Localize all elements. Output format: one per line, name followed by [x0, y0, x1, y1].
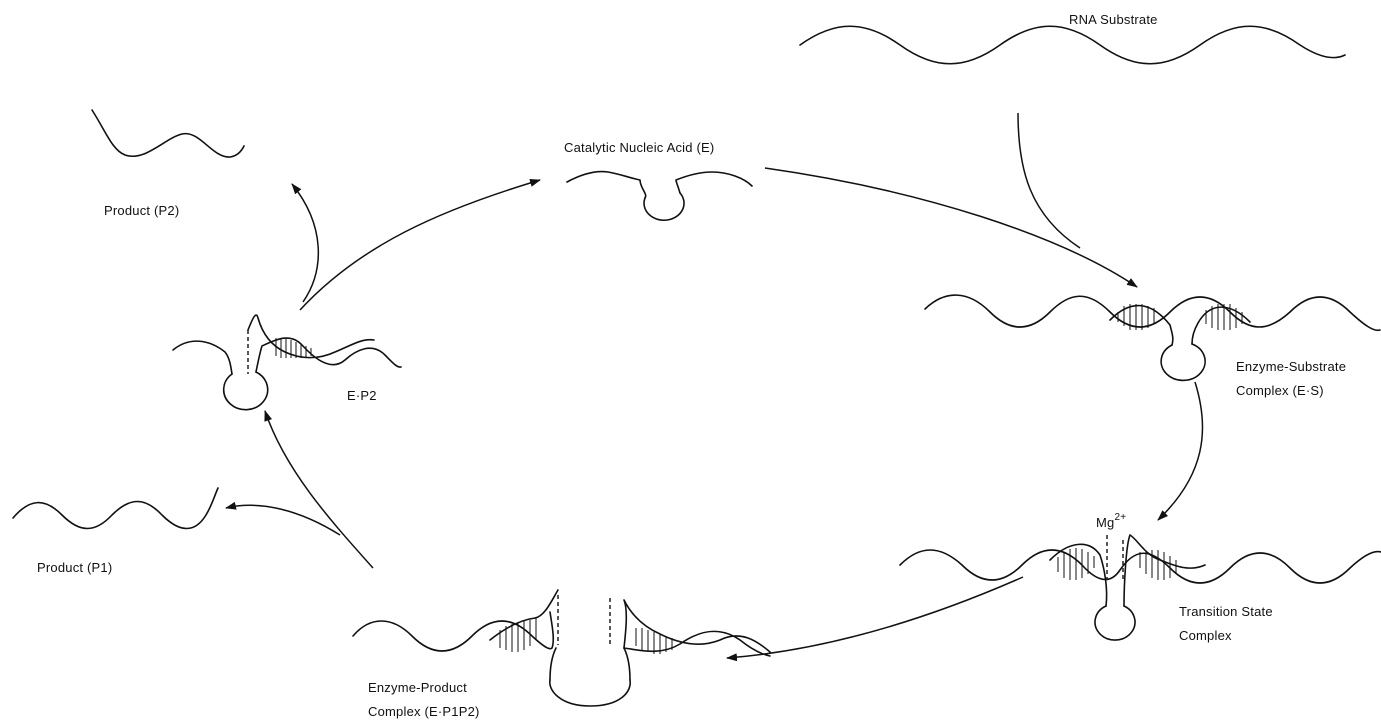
arrow-es-to-ts: [1158, 382, 1203, 520]
mg-label: Mg2+: [1096, 512, 1126, 530]
ep2-label: E·P2: [347, 388, 377, 403]
enzyme-substrate-label-line2: Complex (E·S): [1236, 383, 1324, 398]
mg-label-base: Mg: [1096, 515, 1114, 530]
product-p1-label: Product (P1): [37, 560, 112, 575]
arrow-ep2-to-enzyme: [300, 180, 540, 310]
rna-substrate-label: RNA Substrate: [1069, 12, 1158, 27]
transition-state-label-line2: Complex: [1179, 628, 1232, 643]
catalytic-nucleic-acid-label: Catalytic Nucleic Acid (E): [564, 140, 714, 155]
enzyme-product-label-line2: Complex (E·P1P2): [368, 704, 480, 719]
transition-state-label-line1: Transition State: [1179, 604, 1273, 619]
arrow-ep-to-ep2: [265, 411, 373, 568]
product-p2-label: Product (P2): [104, 203, 179, 218]
arrow-ts-to-ep: [727, 577, 1023, 658]
enzyme-product-label-line1: Enzyme-Product: [368, 680, 467, 695]
arrow-substrate-joins: [1018, 113, 1080, 248]
transition-state-complex: [900, 535, 1381, 640]
enzyme-substrate-label-line1: Enzyme-Substrate: [1236, 359, 1346, 374]
free-enzyme: [567, 172, 752, 221]
product-p2-strand: [92, 110, 244, 157]
arrow-enzyme-to-es: [765, 168, 1137, 287]
arrow-release-p2: [292, 184, 318, 302]
product-p1-strand: [13, 488, 218, 529]
rna-substrate-strand: [800, 26, 1345, 64]
mg-label-charge: 2+: [1114, 512, 1126, 523]
